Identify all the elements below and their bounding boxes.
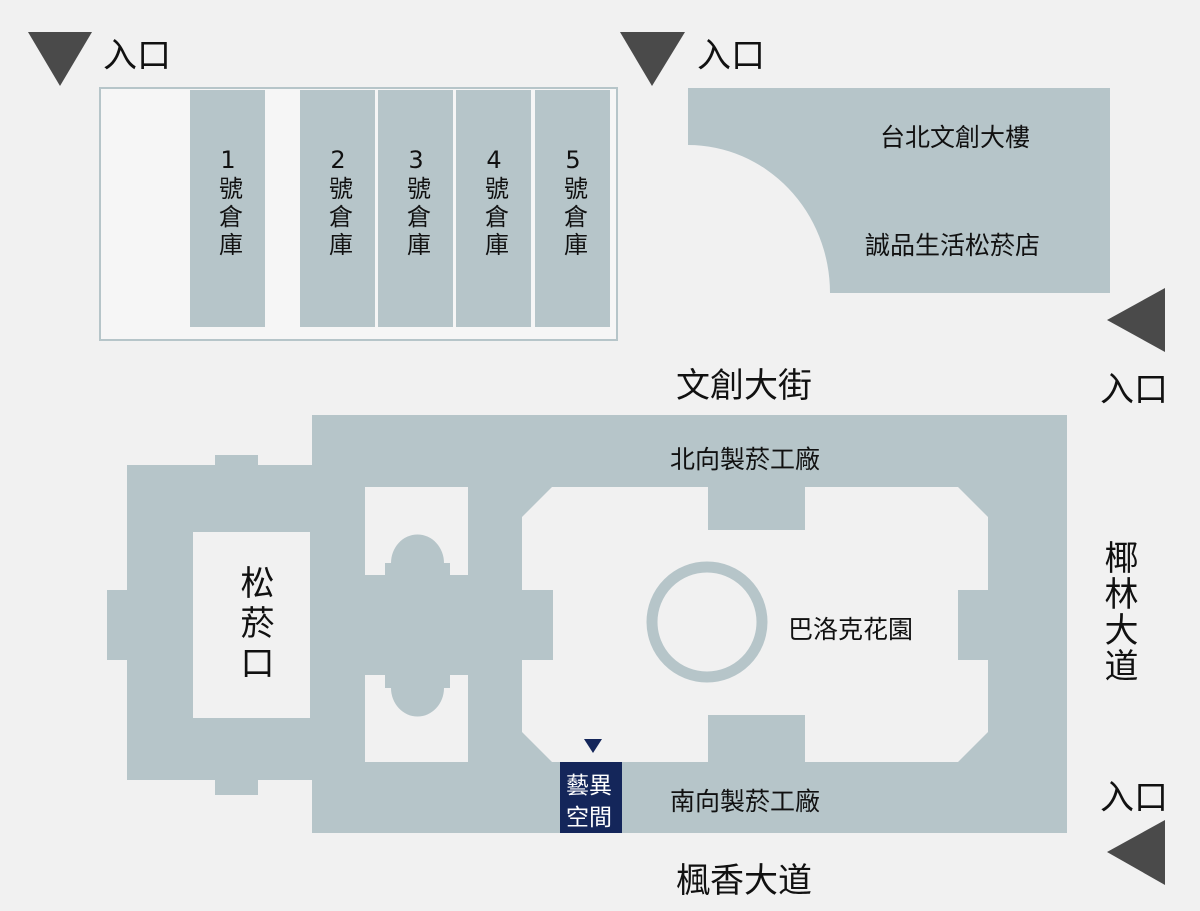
highlight-pointer-icon: [584, 739, 602, 753]
entrance-arrow-icon: [1107, 288, 1165, 352]
taipei-culture-building[interactable]: [688, 88, 1110, 293]
warehouse-1[interactable]: [190, 90, 265, 327]
warehouse-name: 號倉庫: [480, 176, 509, 260]
street-fengxiang: 楓香大道: [676, 861, 812, 901]
warehouse-5[interactable]: [535, 90, 610, 327]
highlight-space-marker[interactable]: [560, 762, 622, 833]
warehouse-3[interactable]: [378, 90, 453, 327]
warehouse-number: 3: [408, 146, 424, 174]
warehouse-2[interactable]: [300, 90, 375, 327]
eslite-label: 誠品生活松菸店: [865, 231, 1041, 260]
entrance-label: 入口: [1100, 778, 1168, 818]
warehouse-number: 4: [486, 146, 502, 174]
entrance-label: 入口: [697, 36, 765, 76]
warehouse-name: 號倉庫: [559, 176, 588, 260]
south-factory-label: 南向製菸工廠: [670, 787, 821, 816]
garden-fountain-ring: [646, 561, 768, 683]
street-yelin: 椰林大道: [1098, 540, 1138, 684]
baroque-garden-label: 巴洛克花園: [788, 615, 914, 644]
entrance-label: 入口: [1100, 370, 1168, 410]
north-factory-label: 北向製菸工廠: [670, 445, 821, 474]
entrance-arrow-icon: [620, 32, 685, 86]
songyan-entrance-label: 松菸口: [234, 565, 274, 685]
warehouse-name: 號倉庫: [402, 176, 431, 260]
warehouse-name: 號倉庫: [214, 176, 243, 260]
warehouse-number: 2: [330, 146, 346, 174]
warehouse-number: 1: [220, 146, 236, 174]
courtyard-upper: [365, 487, 468, 575]
entrance-arrow-icon: [1107, 820, 1165, 885]
courtyard-lower: [365, 675, 468, 762]
street-wenchuang: 文創大街: [676, 366, 812, 406]
warehouse-name: 號倉庫: [324, 176, 353, 260]
highlight-label-line2: 空間: [566, 805, 612, 831]
taipei-culture-label: 台北文創大樓: [880, 123, 1031, 152]
entrance-label: 入口: [103, 36, 171, 76]
entrance-arrow-icon: [28, 32, 92, 86]
warehouse-number: 5: [565, 146, 581, 174]
songyan-entrance-court: [193, 532, 310, 718]
baroque-garden-courtyard: [522, 487, 988, 762]
highlight-label-line1: 藝異: [566, 773, 612, 799]
warehouse-4[interactable]: [456, 90, 531, 327]
